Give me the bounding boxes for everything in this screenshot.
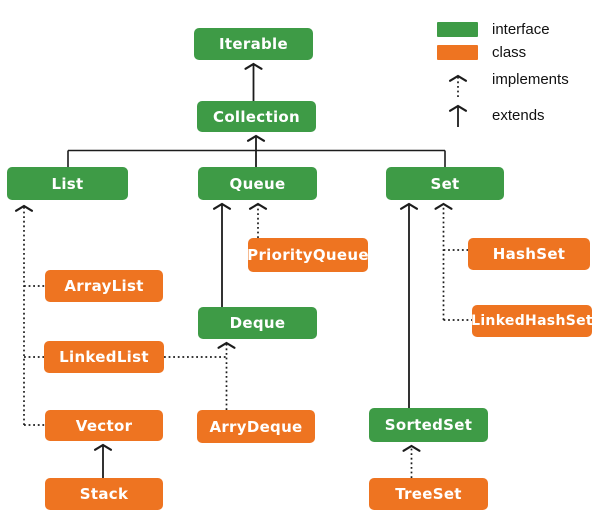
node-arrydeque-label: ArryDeque <box>209 417 303 436</box>
node-hashset-label: HashSet <box>492 245 566 263</box>
node-deque: Deque <box>198 307 317 339</box>
node-list: List <box>7 167 128 200</box>
node-collection-label: Collection <box>213 107 300 126</box>
node-stack-label: Stack <box>79 485 129 503</box>
node-priorityqueue-label: PriorityQueue <box>247 246 369 264</box>
legend-interface-label: interface <box>492 21 550 38</box>
node-linkedlist: LinkedList <box>44 341 164 373</box>
node-treeset: TreeSet <box>369 478 488 510</box>
legend-interface-swatch <box>437 22 478 37</box>
node-treeset-label: TreeSet <box>395 485 462 503</box>
node-sortedset: SortedSet <box>369 408 488 442</box>
node-queue: Queue <box>198 167 317 200</box>
legend-extends-label: extends <box>492 107 545 124</box>
node-set: Set <box>386 167 504 200</box>
node-stack: Stack <box>45 478 163 510</box>
node-linkedhashset: LinkedHashSet <box>471 305 593 337</box>
node-list-label: List <box>51 174 84 193</box>
node-sortedset-label: SortedSet <box>384 416 473 434</box>
legend-class-swatch <box>437 45 478 60</box>
node-priorityqueue: PriorityQueue <box>247 238 369 272</box>
legend-implements-label: implements <box>492 71 569 88</box>
node-vector-label: Vector <box>75 416 133 435</box>
node-set-label: Set <box>430 174 460 193</box>
node-collection: Collection <box>197 101 316 132</box>
node-vector: Vector <box>45 410 163 441</box>
node-iterable-label: Iterable <box>219 35 288 53</box>
node-linkedhashset-label: LinkedHashSet <box>471 313 593 329</box>
node-arraylist: ArrayList <box>45 270 163 302</box>
node-queue-label: Queue <box>229 174 286 193</box>
node-iterable: Iterable <box>194 28 313 60</box>
node-arrydeque: ArryDeque <box>197 410 315 443</box>
node-arraylist-label: ArrayList <box>64 277 144 295</box>
legend-class-label: class <box>492 44 527 61</box>
node-deque-label: Deque <box>229 314 286 332</box>
node-linkedlist-label: LinkedList <box>59 348 149 366</box>
node-hashset: HashSet <box>468 238 590 270</box>
